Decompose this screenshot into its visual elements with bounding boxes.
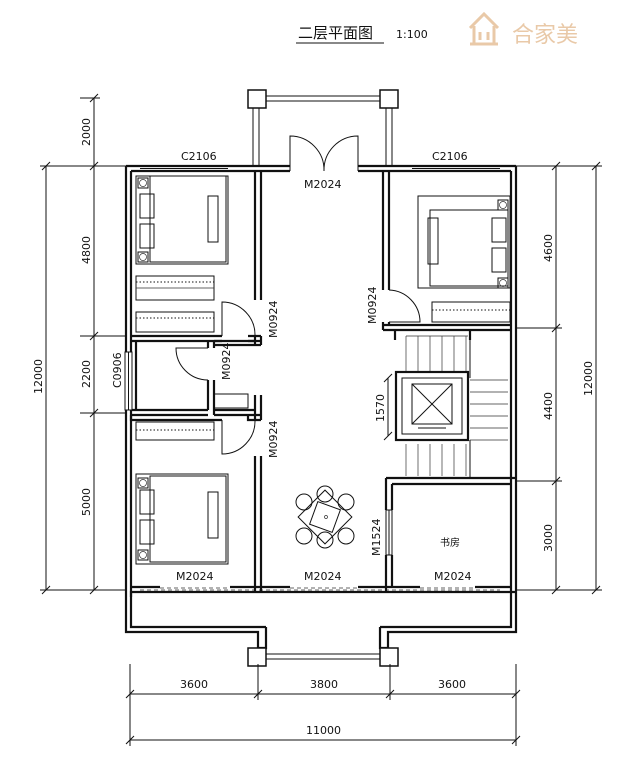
bottom-dimension-lines	[125, 664, 521, 746]
brand-logo-text: 合家美	[512, 23, 578, 48]
door-label-bottom-left: M2024	[176, 570, 214, 583]
plan-scale: 1:100	[396, 28, 428, 41]
dim-left-2: 4800	[80, 236, 93, 264]
staircase	[405, 335, 508, 478]
door-bedroom-1	[221, 301, 256, 337]
elevator-shaft	[394, 370, 470, 442]
door-label-balcony: M2024	[304, 178, 342, 191]
interior-walls	[129, 171, 516, 592]
window-top-left	[140, 165, 228, 172]
window-label-top-right: C2106	[432, 150, 468, 163]
dim-left-3: 2200	[80, 360, 93, 388]
left-dimension-lines	[40, 93, 126, 595]
window-label-left-side: C0906	[111, 352, 124, 388]
house-logo-icon	[468, 11, 500, 46]
bathroom-fixture	[213, 393, 249, 409]
bedroom-2-furniture	[135, 421, 229, 565]
bottom-balcony	[129, 589, 516, 667]
dim-right-3: 3000	[542, 524, 555, 552]
stair-dimension	[383, 373, 393, 441]
dining-table	[295, 485, 355, 549]
bedroom-1-furniture	[135, 175, 229, 333]
window-label-top-left: C2106	[181, 150, 217, 163]
dim-right-1: 4600	[542, 234, 555, 262]
top-balcony	[247, 89, 399, 166]
door-label-bottom-mid: M2024	[304, 570, 342, 583]
dim-right-total: 12000	[582, 361, 595, 396]
door-right-bedroom	[388, 289, 421, 323]
door-label-bottom-right: M2024	[434, 570, 472, 583]
brand-logo: 合家美	[468, 11, 578, 48]
door-label-bedroom-2: M0924	[267, 421, 280, 459]
dim-bottom-1: 3600	[180, 678, 208, 691]
door-bedroom-2	[221, 419, 256, 455]
door-study	[385, 509, 393, 556]
right-bedroom-furniture	[417, 195, 511, 323]
plan-title: 二层平面图	[298, 24, 373, 42]
window-left-side	[124, 351, 133, 411]
dim-bottom-total: 11000	[306, 724, 341, 737]
door-label-bedroom-1: M0924	[267, 301, 280, 339]
door-bathroom	[175, 347, 209, 381]
door-label-right-bedroom: M0924	[366, 287, 379, 325]
dim-right-2: 4400	[542, 392, 555, 420]
right-dimension-lines	[516, 161, 602, 595]
dim-bottom-2: 3800	[310, 678, 338, 691]
dim-left-1: 2000	[80, 118, 93, 146]
balcony-double-door	[289, 135, 359, 172]
dim-left-total: 12000	[32, 359, 45, 394]
stair-dim-label: 1570	[374, 394, 387, 422]
dim-left-4: 5000	[80, 488, 93, 516]
door-label-bathroom: M0924	[220, 343, 233, 381]
door-label-study: M1524	[370, 519, 383, 557]
dim-bottom-3: 3600	[438, 678, 466, 691]
room-label-study: 书房	[440, 536, 460, 549]
